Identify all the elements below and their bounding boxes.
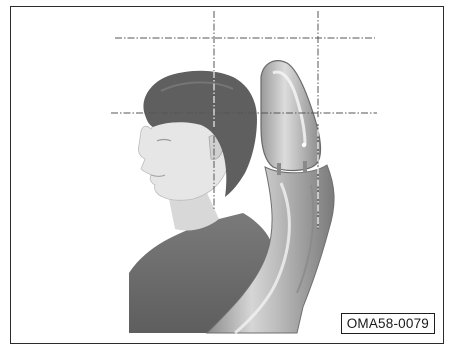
headrest-shape: [261, 61, 321, 171]
headrest-diagram: OMA58-0079: [10, 6, 444, 344]
diagram-illustration: [11, 7, 445, 345]
figure-code-label: OMA58-0079: [341, 313, 435, 334]
